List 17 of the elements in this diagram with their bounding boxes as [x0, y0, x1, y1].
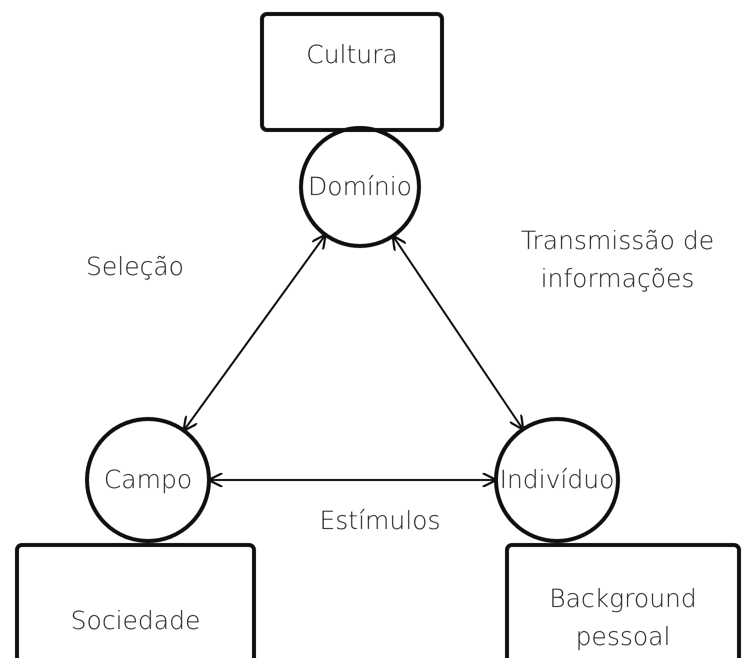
rect-node [15, 543, 256, 658]
node-label: Sociedade [70, 605, 200, 637]
edge-label: Seleção [85, 251, 185, 283]
node-label: Cultura [306, 39, 398, 71]
circle-node [494, 417, 620, 543]
node-label: Background pessoal [548, 583, 698, 652]
rect-node [260, 12, 444, 132]
node-label: Indivíduo [500, 464, 614, 496]
circle-node [299, 126, 421, 248]
double-arrow [392, 234, 524, 431]
circle-node [85, 417, 211, 543]
double-arrow [182, 233, 327, 432]
edge-label: Transmissão de informações [520, 225, 716, 294]
rect-node [505, 543, 741, 658]
edge-label: Estímulos [318, 505, 442, 537]
node-label: Domínio [308, 171, 412, 204]
node-label: Campo [104, 464, 192, 496]
